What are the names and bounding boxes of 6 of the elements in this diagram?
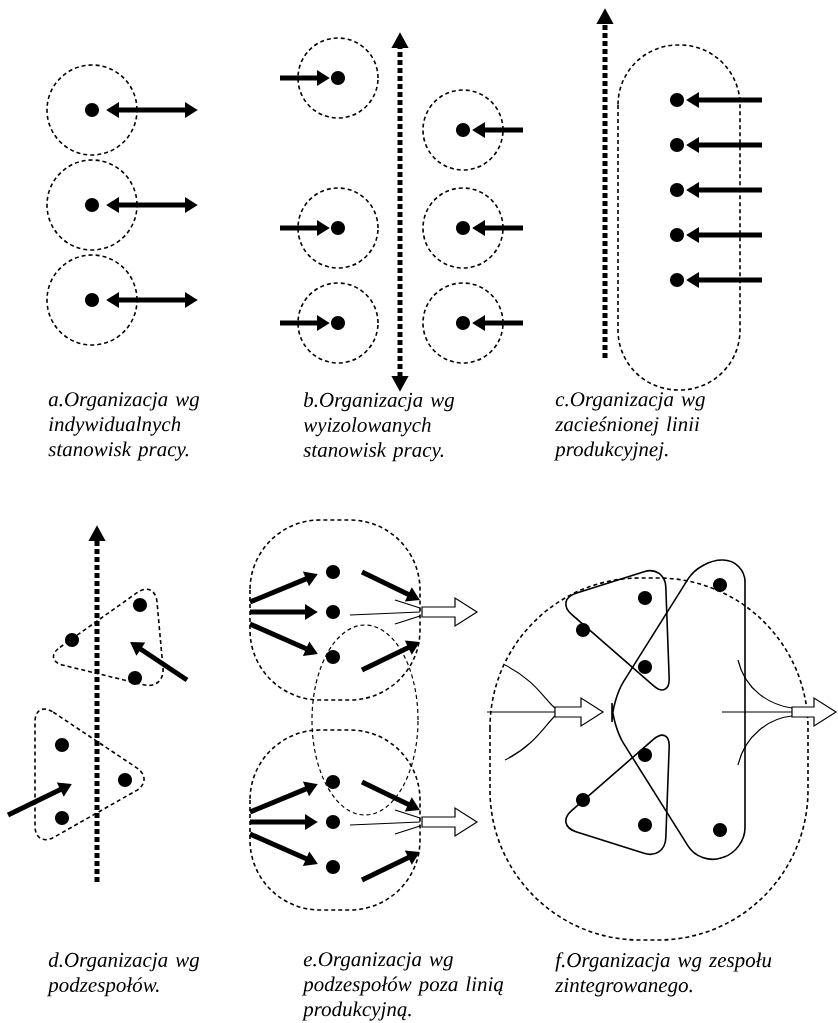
caption: b.Organizacja wg wyizolowanych stanowisk pracy.	[303, 392, 455, 462]
caption: e.Organizacja wg podzespołów poza linią produkcyjną.	[301, 952, 504, 1021]
caption: c.Organizacja wg zacieśnionej linii produkcyjnej.	[553, 392, 705, 461]
caption: d.Organizacja wg podzespołów.	[46, 952, 200, 997]
caption: a.Organizacja wg indywidualnych stanowisk pracy.	[48, 392, 200, 461]
caption: f.Organizacja wg zespołu zintegrowanego.	[554, 952, 772, 997]
